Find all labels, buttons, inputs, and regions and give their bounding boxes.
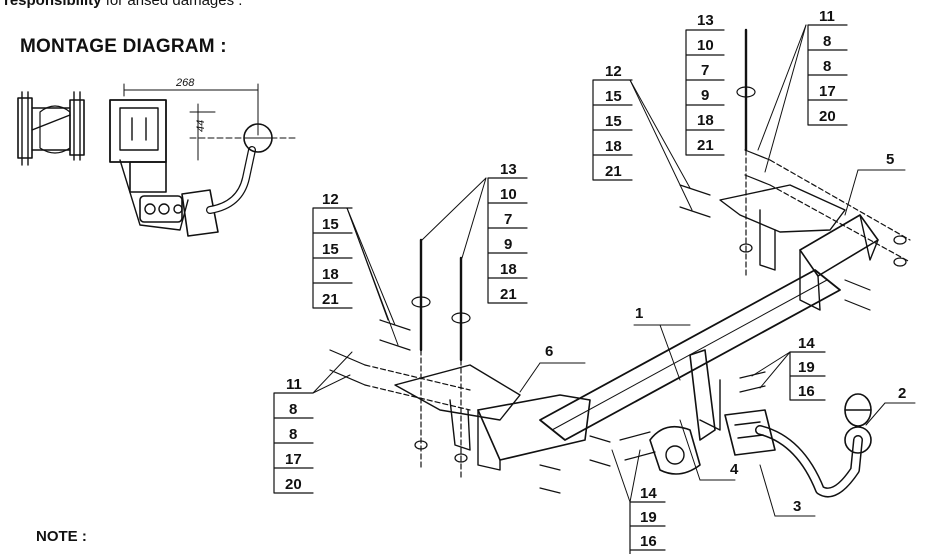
part-2-label: 2 (898, 385, 906, 402)
stack-left-12-item: 18 (322, 266, 339, 283)
stack-right-12-item: 15 (605, 113, 622, 130)
stack-right-11-item: 8 (823, 33, 831, 50)
part-4-label: 4 (730, 461, 739, 478)
note-heading: NOTE : (36, 528, 87, 545)
side-view-drawing (17, 83, 296, 237)
responsibility-text: responsibility for arised damages . (4, 0, 242, 9)
stack-14-upper-item: 14 (798, 335, 815, 352)
callout-frames (273, 24, 848, 554)
stack-left-13-item: 7 (504, 211, 512, 228)
bolts-right (619, 28, 911, 461)
part-1-label: 1 (635, 305, 643, 322)
stack-left-13-item: 18 (500, 261, 517, 278)
stack-right-12-item: 18 (605, 138, 622, 155)
part-3-label: 3 (793, 498, 801, 515)
stack-left-12-item: 12 (322, 191, 339, 208)
stack-left-11-item: 11 (286, 376, 302, 393)
part-5-label: 5 (886, 151, 894, 168)
stack-left-13-item: 10 (500, 186, 517, 203)
dim-length-label: 268 (175, 77, 195, 89)
main-crossbar (394, 184, 879, 471)
electric-socket (649, 409, 776, 475)
stack-right-13-item: 18 (697, 112, 714, 129)
stack-14-lower-item: 14 (640, 485, 657, 502)
stack-right-13-item: 10 (697, 37, 714, 54)
leader-lines (312, 24, 916, 517)
stack-right-13-item: 13 (697, 12, 714, 29)
stack-14-lower-item: 19 (640, 509, 657, 526)
dim-height-label: 44 (195, 120, 207, 132)
stack-left-11-item: 8 (289, 426, 297, 443)
stack-left-11-item: 17 (285, 451, 302, 468)
stack-right-13: 13 10 7 9 18 21 (697, 12, 714, 154)
stack-left-11: 11 8 8 17 20 (285, 376, 302, 493)
stack-right-12-item: 15 (605, 88, 622, 105)
stack-14-upper-item: 16 (798, 383, 815, 400)
page-title: MONTAGE DIAGRAM : (20, 36, 227, 57)
bolts-left (329, 238, 611, 494)
stack-right-11-item: 17 (819, 83, 836, 100)
stack-left-11-item: 20 (285, 476, 302, 493)
stack-right-12-item: 12 (605, 63, 622, 80)
responsibility-rest: for arised damages . (101, 0, 243, 9)
stack-left-13-item: 21 (500, 286, 517, 303)
stack-14-lower-item: 16 (640, 533, 657, 550)
stack-right-13-item: 9 (701, 87, 709, 104)
stack-right-11-item: 11 (819, 8, 835, 25)
stack-right-11-item: 8 (823, 58, 831, 75)
tow-ball-arm (755, 393, 872, 498)
stack-right-11: 11 8 8 17 20 (819, 8, 836, 125)
stack-right-11-item: 20 (819, 108, 836, 125)
part-6-label: 6 (545, 343, 553, 360)
stack-14-upper-item: 19 (798, 359, 815, 376)
responsibility-bold: responsibility (4, 0, 102, 9)
stack-left-12-item: 21 (322, 291, 339, 308)
stack-right-13-item: 7 (701, 62, 709, 79)
stack-right-12: 12 15 15 18 21 (605, 63, 622, 180)
stack-left-13-item: 13 (500, 161, 517, 178)
stack-left-13-item: 9 (504, 236, 512, 253)
stack-left-12-item: 15 (322, 216, 339, 233)
stack-14-lower: 14 19 16 (640, 485, 657, 550)
stack-right-12-item: 21 (605, 163, 622, 180)
stack-left-11-item: 8 (289, 401, 297, 418)
stack-left-12: 12 15 15 18 21 (322, 191, 339, 308)
stack-right-13-item: 21 (697, 137, 714, 154)
stack-left-12-item: 15 (322, 241, 339, 258)
stack-14-upper: 14 19 16 (798, 335, 815, 400)
stack-left-13: 13 10 7 9 18 21 (500, 161, 517, 303)
